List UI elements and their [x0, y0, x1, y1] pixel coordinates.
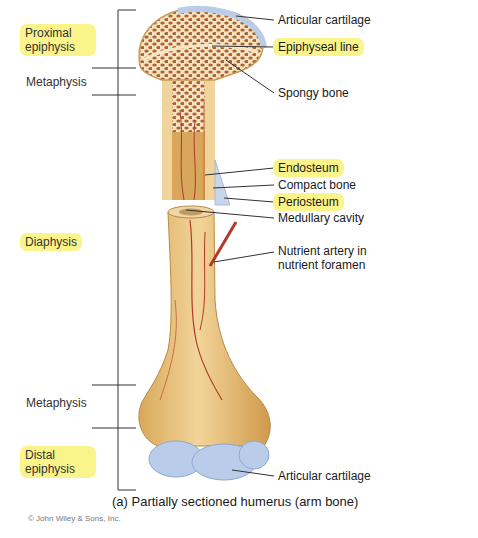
copyright-note: © John Wiley & Sons, Inc. — [28, 514, 121, 524]
region-label: Metaphysis — [26, 75, 87, 89]
leader-lines — [186, 16, 274, 476]
region-label: Proximal epiphysis — [20, 24, 96, 56]
region-label: Distal epiphysis — [20, 446, 96, 478]
region-label: Diaphysis — [20, 233, 82, 251]
part-label: Articular cartilage — [278, 469, 371, 483]
part-label: Endosteum — [273, 159, 344, 177]
figure-caption: (a) Partially sectioned humerus (arm bon… — [112, 494, 358, 509]
part-label: Nutrient artery in nutrient foramen — [278, 244, 398, 272]
region-bracket — [92, 10, 136, 490]
part-label: Spongy bone — [278, 86, 349, 100]
part-label: Medullary cavity — [278, 211, 364, 225]
part-label: Periosteum — [273, 193, 344, 211]
region-label: Metaphysis — [26, 396, 87, 410]
part-label: Compact bone — [278, 178, 356, 192]
part-label: Epiphyseal line — [273, 38, 364, 56]
part-label: Articular cartilage — [278, 13, 371, 27]
